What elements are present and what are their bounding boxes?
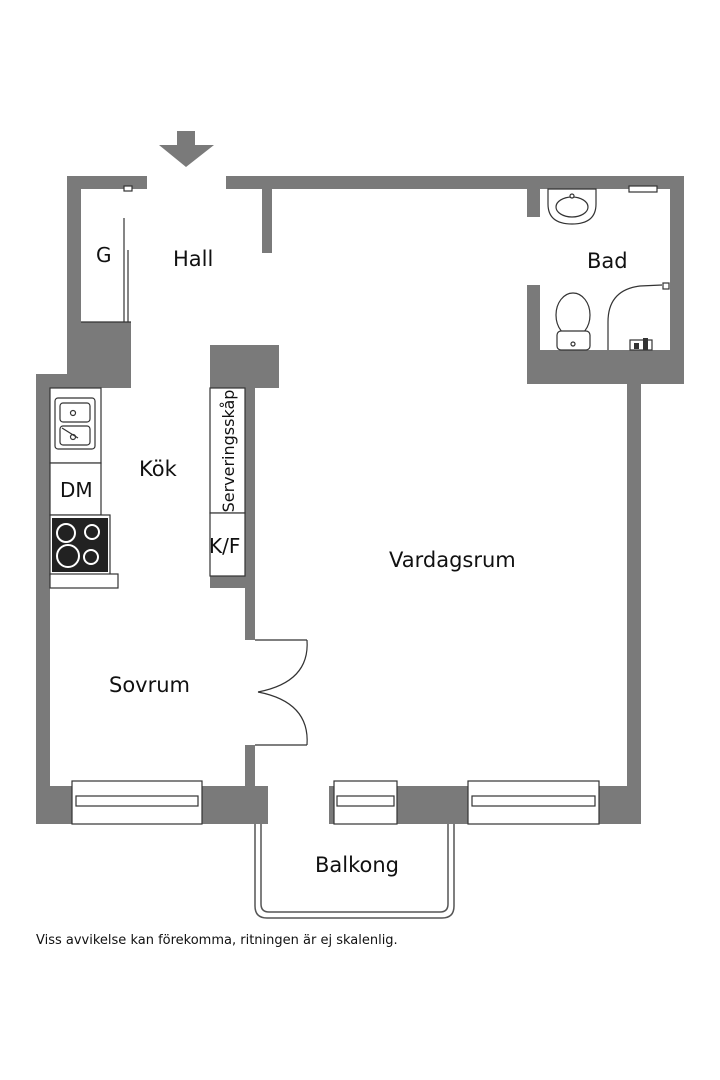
windows <box>71 780 600 825</box>
balcony-outline <box>254 824 455 919</box>
toilet-icon <box>555 292 591 351</box>
entrance-arrow-icon <box>159 131 214 167</box>
sink-icon <box>54 397 96 450</box>
label-kyl-frys: K/F <box>209 534 240 558</box>
label-vardagsrum: Vardagsrum <box>389 548 516 572</box>
stove-icon <box>52 518 108 572</box>
bedroom-door <box>255 639 308 746</box>
label-sovrum: Sovrum <box>109 673 190 697</box>
label-serveringsskap: Serveringsskåp <box>219 390 238 513</box>
label-bad: Bad <box>587 249 628 273</box>
label-hall: Hall <box>173 247 213 271</box>
wall-nub <box>628 185 658 193</box>
label-balkong: Balkong <box>315 853 399 877</box>
wardrobe <box>81 218 131 323</box>
wall-nub <box>123 185 133 192</box>
label-kok: Kök <box>139 457 178 481</box>
label-garderob: G <box>96 243 112 267</box>
washbasin-icon <box>547 188 597 225</box>
walls <box>36 176 684 824</box>
kitchen-cabinets <box>209 387 246 577</box>
shower-icon <box>607 282 670 351</box>
label-diskmaskin: DM <box>60 478 93 502</box>
disclaimer-text: Viss avvikelse kan förekomma, ritningen … <box>36 933 398 948</box>
